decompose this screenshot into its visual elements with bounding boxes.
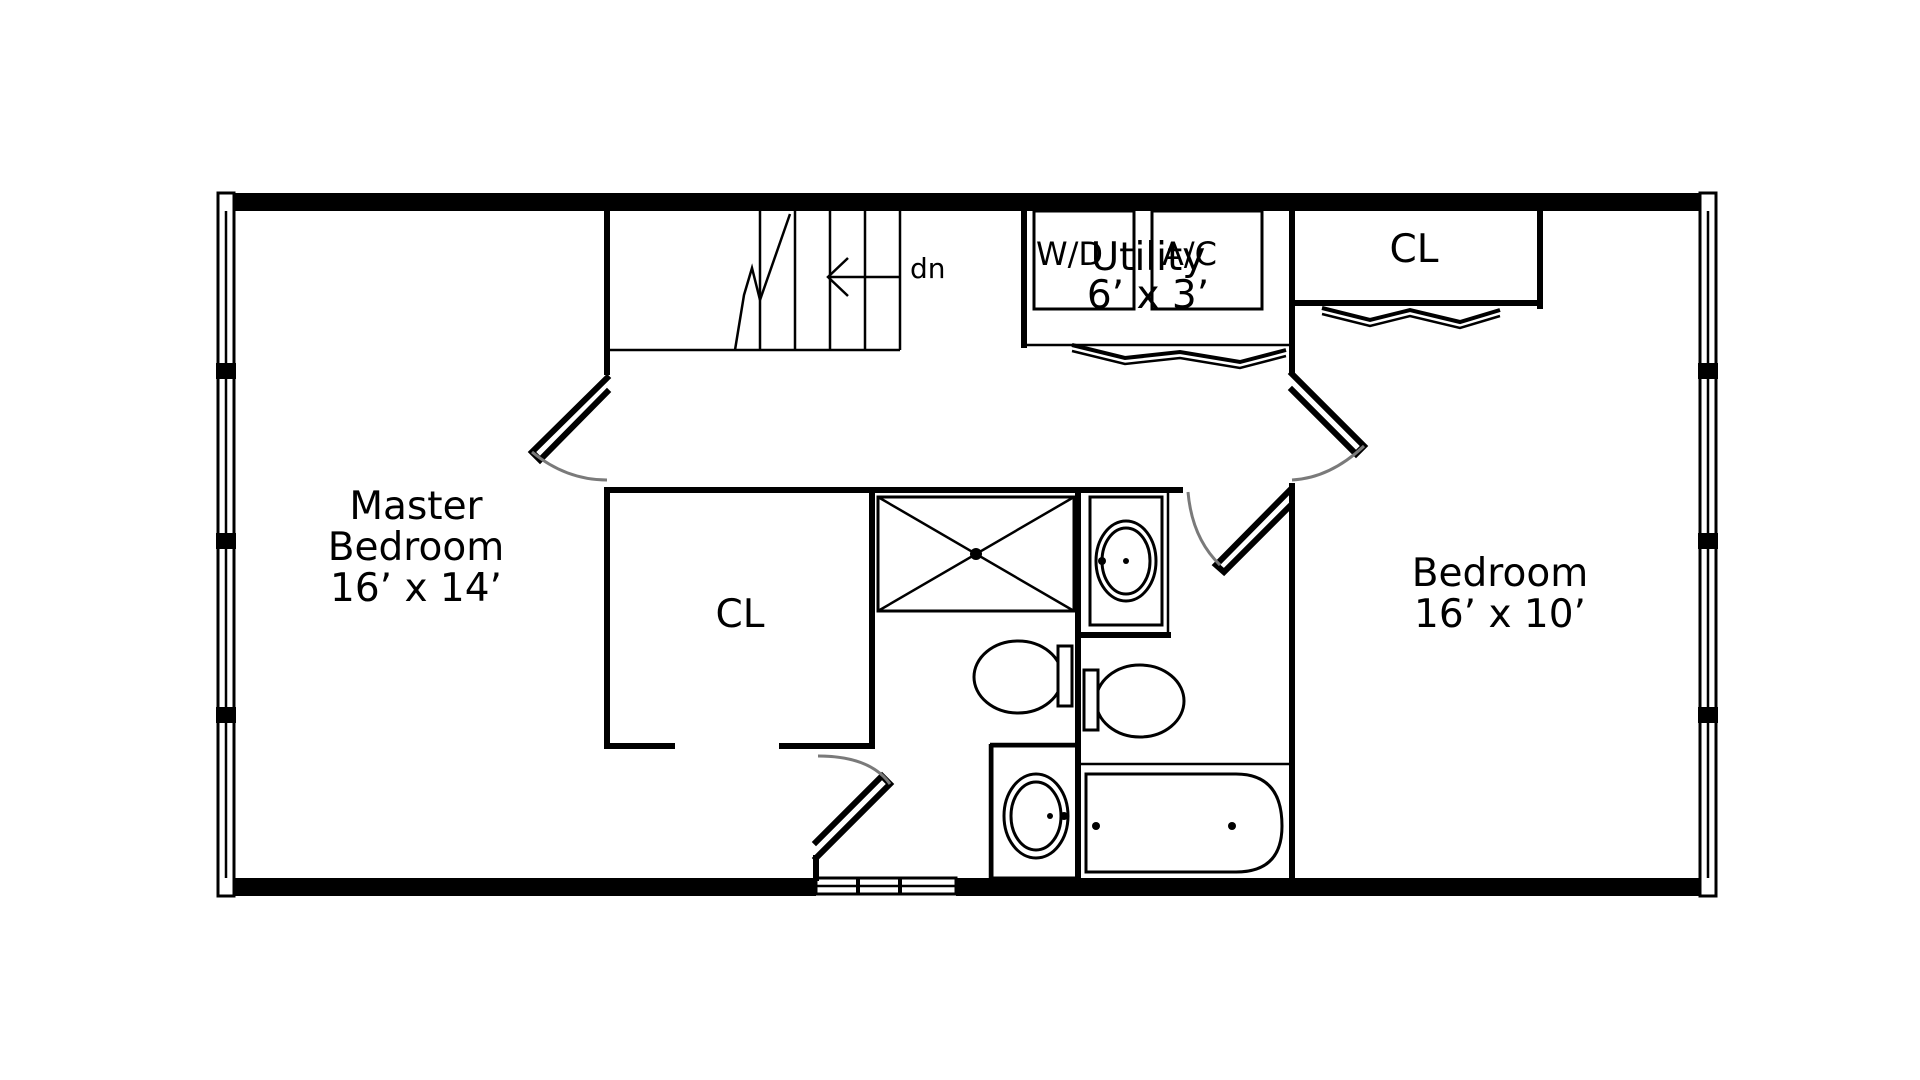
utility-size: 6’ x 3’	[1087, 273, 1209, 318]
north-exterior-wall	[218, 193, 1716, 211]
room-labels: Master Bedroom 16’ x 14’ Bedroom 16’ x 1…	[328, 227, 1588, 637]
sink-drain-icon	[1047, 813, 1053, 819]
doors	[527, 306, 1501, 863]
utility-bifold-door	[1071, 343, 1287, 365]
west-window-mullion	[216, 707, 236, 723]
master-door-swing	[531, 450, 608, 482]
stair-arrow-head	[826, 257, 849, 297]
bath-fixtures	[876, 495, 1284, 880]
utility-name: Utility	[1091, 235, 1206, 280]
faucet-icon	[1060, 812, 1068, 820]
south-exterior-wall-west	[218, 878, 816, 896]
master-bedroom-name-line1: Master	[349, 484, 483, 529]
bedroom-closet-label: CL	[1390, 227, 1439, 272]
east-window-mullion	[1698, 707, 1718, 723]
ac-unit-box	[1150, 209, 1264, 311]
shower-drain-icon	[970, 548, 982, 560]
bath-south-door-swing	[817, 754, 892, 785]
tub-drain-icon	[1228, 822, 1236, 830]
shower-stall	[876, 495, 1076, 613]
toilet-icon	[972, 639, 1064, 715]
bathtub-icon	[1084, 772, 1284, 874]
utility-bifold-door-inner	[1071, 349, 1287, 370]
west-windows	[216, 363, 236, 723]
toilet-tank	[1082, 668, 1100, 732]
master-bedroom-name-line2: Bedroom	[328, 525, 504, 570]
bath-south-door	[811, 771, 895, 863]
washer-dryer-label: W/D	[1036, 235, 1103, 273]
east-window-mullion	[1698, 363, 1718, 379]
washer-dryer-box	[1032, 209, 1136, 311]
master-bedroom-size: 16’ x 14’	[330, 566, 502, 611]
south-exterior-wall-east	[956, 878, 1716, 896]
bath-hall-door-swing	[1186, 491, 1222, 567]
east-windows	[1698, 363, 1718, 723]
toilet-icon	[1094, 663, 1186, 739]
west-window-mullion	[216, 533, 236, 549]
bath-hall-door	[1211, 485, 1295, 577]
sink-drain-icon	[1123, 558, 1129, 564]
west-window-mullion	[216, 363, 236, 379]
ac-label: A/C	[1162, 235, 1217, 273]
tub-faucet-icon	[1092, 822, 1100, 830]
stair-break-line	[758, 213, 792, 301]
bedroom-door-swing	[1291, 444, 1366, 482]
bedroom-size: 16’ x 10’	[1414, 592, 1586, 637]
master-bedroom-door	[527, 373, 612, 465]
east-window-mullion	[1698, 533, 1718, 549]
bedroom-closet-bifold	[1321, 306, 1501, 325]
master-closet-label: CL	[716, 592, 765, 637]
toilet-tank	[1056, 644, 1074, 708]
staircase	[733, 211, 900, 351]
stair-break-zigzag	[733, 263, 762, 351]
sink-counter	[990, 744, 1080, 880]
sink-basin	[1009, 780, 1063, 852]
interior-walls	[604, 208, 1543, 881]
south-window	[814, 876, 958, 896]
bedroom-name: Bedroom	[1412, 551, 1588, 596]
stairs-down-label: dn	[910, 252, 946, 285]
faucet-icon	[1098, 557, 1106, 565]
bedroom-closet-bifold-inner	[1321, 312, 1501, 330]
vanity-counter	[1088, 495, 1164, 627]
bedroom-door	[1287, 369, 1369, 459]
